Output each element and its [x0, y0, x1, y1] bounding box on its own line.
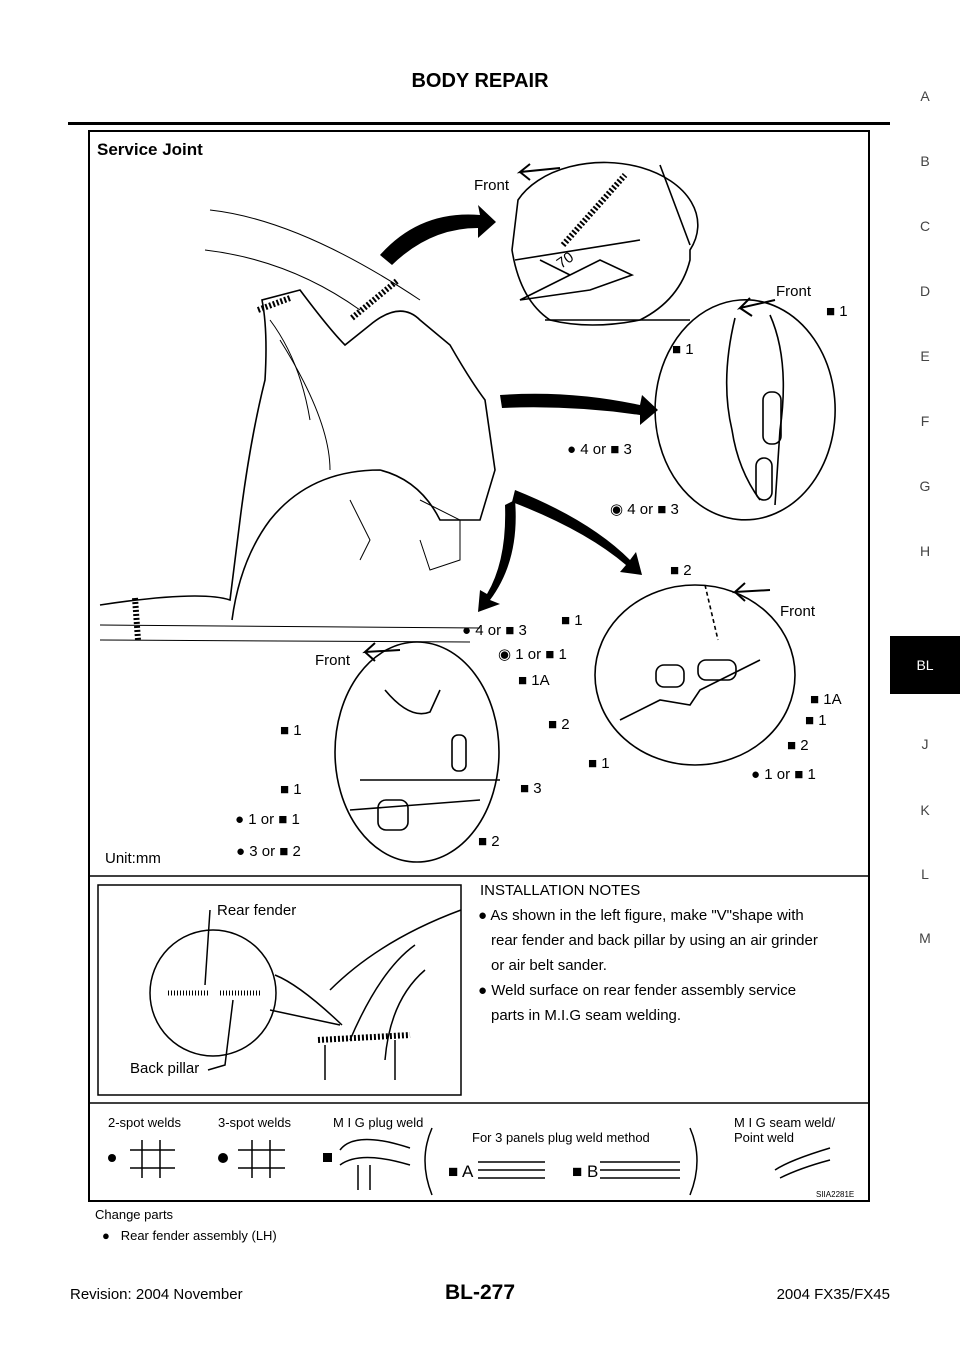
bullet-icon: ● — [102, 1228, 110, 1243]
weld-label: ◉ 4 or ■ 3 — [610, 501, 679, 518]
rear-fender-label: Rear fender — [217, 902, 297, 919]
tab-d[interactable]: D — [919, 283, 931, 299]
header-rule — [68, 122, 890, 125]
weld-label: ■ 1 — [826, 303, 848, 320]
front-label-lower-right: Front — [780, 603, 816, 620]
tab-g[interactable]: G — [919, 478, 931, 494]
weld-label: ● 1 or ■ 1 — [235, 811, 300, 828]
unit-label: Unit:mm — [105, 850, 161, 867]
front-label-right: Front — [776, 283, 812, 300]
note-line: ● Weld surface on rear fender assembly s… — [478, 982, 797, 999]
footer-model: 2004 FX35/FX45 — [776, 1286, 890, 1303]
tab-bl[interactable]: BL — [890, 636, 960, 694]
legend-mark-b: ■ B — [572, 1162, 599, 1181]
installation-notes-title: INSTALLATION NOTES — [480, 882, 641, 899]
legend-mig-seam: M I G seam weld/ — [734, 1115, 836, 1130]
weld-label: ■ 1A — [518, 672, 550, 689]
front-label-lower-left: Front — [315, 652, 351, 669]
legend-three-spot: 3-spot welds — [218, 1115, 291, 1130]
weld-label: ● 1 or ■ 1 — [751, 766, 816, 783]
legend-point-weld: Point weld — [734, 1130, 794, 1145]
change-parts-label: Change parts — [95, 1207, 174, 1222]
figure-title: Service Joint — [97, 140, 203, 159]
weld-label: ■ 1 — [280, 722, 302, 739]
tab-f[interactable]: F — [920, 413, 930, 429]
back-pillar-label: Back pillar — [130, 1060, 200, 1077]
page-title: BODY REPAIR — [411, 70, 549, 92]
weld-label: ■ 1A — [810, 691, 842, 708]
footer-revision: Revision: 2004 November — [70, 1286, 243, 1303]
front-label-top: Front — [474, 177, 510, 194]
weld-label: ◉ 1 or ■ 1 — [498, 646, 567, 663]
weld-label: ■ 2 — [670, 562, 692, 579]
legend-mig-plug: M I G plug weld — [333, 1115, 424, 1130]
weld-label: ■ 3 — [520, 780, 542, 797]
part-list-item: ● Rear fender assembly (LH) — [102, 1228, 277, 1243]
service-joint-figure — [88, 130, 870, 1202]
footer-page-number: BL-277 — [444, 1281, 516, 1304]
weld-label: ■ 1 — [561, 612, 583, 629]
tab-l[interactable]: L — [921, 866, 929, 882]
bullet-icon: ● — [478, 982, 488, 999]
note-line: parts in M.I.G seam welding. — [491, 1007, 682, 1024]
note-line: ● As shown in the left figure, make "V"s… — [478, 907, 804, 924]
tab-h[interactable]: H — [919, 543, 931, 559]
legend-mark-a: ■ A — [448, 1162, 474, 1181]
note-line: rear fender and back pillar by using an … — [491, 932, 818, 949]
legend-two-spot: 2-spot welds — [108, 1115, 181, 1130]
tab-c[interactable]: C — [919, 218, 931, 234]
weld-label: ■ 2 — [548, 716, 570, 733]
tab-e[interactable]: E — [920, 348, 930, 364]
tab-j[interactable]: J — [921, 736, 929, 752]
weld-label: ■ 2 — [478, 833, 500, 850]
weld-label: ● 4 or ■ 3 — [567, 441, 632, 458]
bullet-icon: ● — [478, 907, 488, 924]
weld-label: ■ 1 — [672, 341, 694, 358]
weld-label: ■ 1 — [805, 712, 827, 729]
tab-b[interactable]: B — [920, 153, 930, 169]
weld-label: ■ 2 — [787, 737, 809, 754]
weld-label: ● 4 or ■ 3 — [462, 622, 527, 639]
tab-k[interactable]: K — [920, 802, 930, 818]
note-line: or air belt sander. — [491, 957, 607, 974]
weld-label: ● 3 or ■ 2 — [236, 843, 301, 860]
weld-label: ■ 1 — [280, 781, 302, 798]
weld-label: ■ 1 — [588, 755, 610, 772]
legend-three-panels: For 3 panels plug weld method — [472, 1130, 650, 1145]
tab-a[interactable]: A — [920, 88, 930, 104]
tab-m[interactable]: M — [919, 930, 931, 946]
figure-code: SIIA2281E — [816, 1190, 855, 1199]
installation-notes-list: ● As shown in the left figure, make "V"s… — [478, 903, 818, 1028]
